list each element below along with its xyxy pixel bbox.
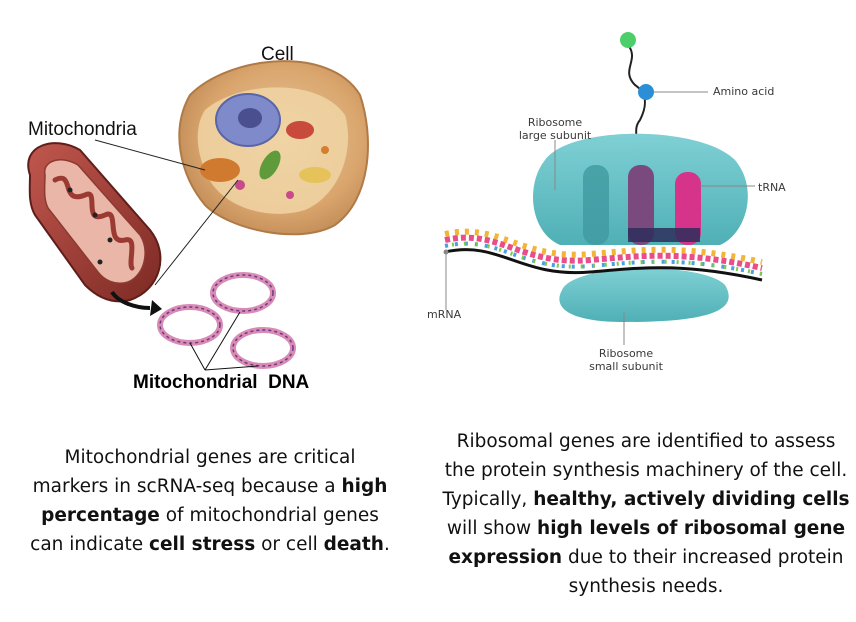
arrow-head-icon <box>150 300 162 316</box>
right-caption-run-0: Ribosomal genes are identified to assess… <box>442 431 848 510</box>
left-caption-run-0: Mitochondrial genes are critical markers… <box>32 447 356 497</box>
amino-acid-label: Amino acid <box>713 85 775 98</box>
mtdna-rings <box>157 272 296 369</box>
right-caption-run-1: healthy, actively dividing cells <box>533 489 850 510</box>
left-caption-run-1: high percentage <box>41 476 388 526</box>
mrna-label: mRNA <box>427 308 462 321</box>
trna-purple <box>628 165 654 245</box>
right-caption-run-4: due to their increased protein synthesis… <box>562 547 844 597</box>
left-caption-run-6: . <box>383 534 390 555</box>
right-caption-run-2: will show <box>446 518 538 539</box>
trna-pink <box>675 172 701 245</box>
cell-illustration <box>178 60 369 236</box>
zoom-arrow-icon <box>110 290 151 310</box>
mitochondrion-illustration <box>27 142 162 303</box>
left-caption-run-5: death <box>323 534 384 555</box>
mitochondrial-dna-label: Mitochondrial DNA <box>133 372 310 393</box>
ribosome-small-subunit <box>559 268 729 322</box>
left-caption-run-2: of mitochondrial genes can indicate <box>30 505 379 555</box>
left-caption-run-3: cell stress <box>149 534 256 555</box>
mitochondrial-genes-caption: Mitochondrial genes are critical markers… <box>30 443 390 559</box>
cell-zoom-line <box>154 179 239 286</box>
ribosomal-genes-caption: Ribosomal genes are identified to assess… <box>440 427 852 601</box>
right-caption-run-3: high levels of ribosomal gene expression <box>448 518 846 568</box>
ribosome-large-subunit-label: Ribosome large subunit <box>518 116 592 142</box>
mitochondria-pointer-line <box>94 139 206 171</box>
mitochondria-label: Mitochondria <box>28 119 137 140</box>
ribosome-small-subunit-label: Ribosome small subunit <box>589 347 663 373</box>
mrna-strand <box>443 228 763 310</box>
trna-label: tRNA <box>758 181 786 194</box>
cell-label: Cell <box>261 44 294 65</box>
left-caption-run-4: or cell <box>255 534 324 555</box>
